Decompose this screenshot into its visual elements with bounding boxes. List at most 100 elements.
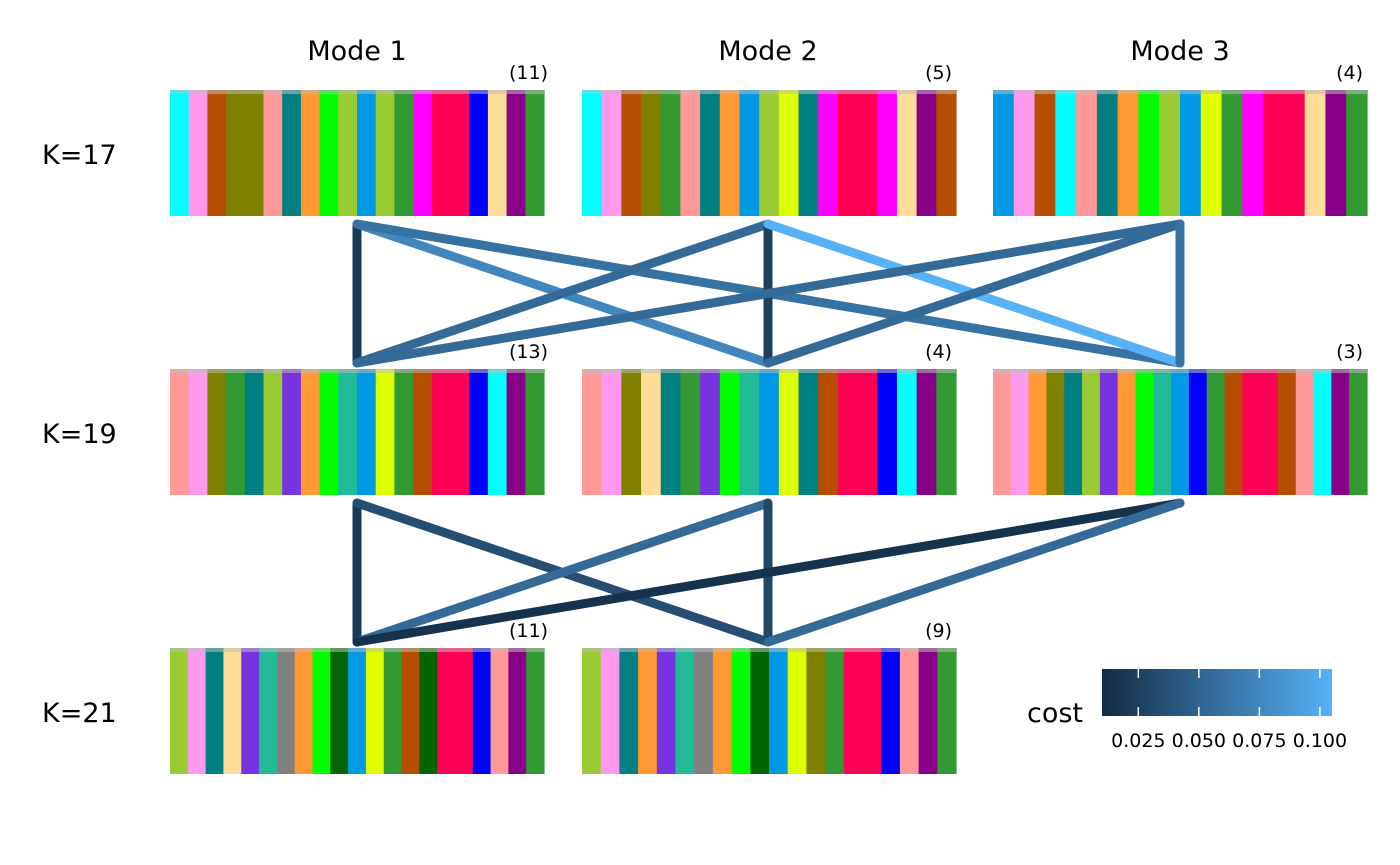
cluster-band	[619, 648, 639, 774]
structure-panel	[993, 369, 1368, 495]
count-k19-mode1: (13)	[509, 341, 548, 363]
cluster-band	[1180, 90, 1202, 216]
cluster-band	[450, 90, 470, 216]
count-k17-mode2: (5)	[925, 62, 952, 84]
cluster-band	[413, 90, 433, 216]
cluster-band	[896, 369, 918, 495]
cluster-band	[700, 90, 721, 216]
cluster-band	[680, 90, 701, 216]
cluster-band	[394, 90, 414, 216]
cluster-band	[437, 648, 456, 774]
cluster-band	[319, 369, 339, 495]
cluster-band	[1346, 90, 1368, 216]
cluster-band	[719, 369, 741, 495]
cluster-band	[1055, 90, 1077, 216]
cluster-band	[641, 369, 662, 495]
cluster-band	[1295, 369, 1315, 495]
cluster-band	[1263, 90, 1285, 216]
cluster-band	[787, 648, 807, 774]
cluster-band	[778, 90, 800, 216]
cluster-band	[244, 369, 265, 495]
count-k21-mode1: (11)	[509, 620, 548, 642]
cluster-band	[338, 369, 358, 495]
panel-top-fringe	[993, 369, 1367, 373]
cluster-band	[582, 90, 603, 216]
cluster-band	[319, 90, 339, 216]
cluster-band	[641, 90, 662, 216]
cluster-band	[582, 648, 602, 774]
cluster-band	[1046, 369, 1065, 495]
cluster-band	[818, 90, 839, 216]
mode-title-2: Mode 2	[718, 36, 817, 67]
structure-panel	[582, 648, 957, 774]
cluster-band	[1010, 369, 1030, 495]
cluster-band	[431, 90, 452, 216]
cluster-band	[818, 369, 839, 495]
panel-top-fringe	[170, 90, 544, 94]
cluster-band	[896, 90, 918, 216]
panel-top-fringe	[582, 648, 956, 652]
cluster-band	[601, 369, 622, 495]
cluster-band	[282, 90, 302, 216]
cluster-band	[582, 369, 603, 495]
cluster-band	[223, 648, 242, 774]
cluster-band	[1028, 369, 1048, 495]
cluster-band	[487, 90, 508, 216]
cluster-band	[1325, 90, 1347, 216]
cluster-band	[1188, 369, 1208, 495]
cluster-band	[712, 648, 733, 774]
cluster-band	[1159, 90, 1181, 216]
cluster-band	[419, 648, 438, 774]
cluster-band	[1221, 90, 1243, 216]
cluster-band	[857, 90, 878, 216]
cluster-band	[357, 369, 377, 495]
cluster-band	[656, 648, 677, 774]
cluster-band	[1224, 369, 1243, 495]
cluster-band	[207, 90, 227, 216]
cluster-band	[276, 648, 296, 774]
cluster-band	[188, 90, 208, 216]
cluster-band	[660, 369, 682, 495]
cluster-band	[877, 90, 898, 216]
cluster-band	[1242, 90, 1264, 216]
cluster-band	[263, 90, 283, 216]
structure-panel	[993, 90, 1368, 216]
cluster-band	[187, 648, 207, 774]
count-k17-mode3: (4)	[1336, 62, 1363, 84]
legend-tick-label: 0.075	[1232, 730, 1286, 752]
row-label-k17: K=17	[42, 140, 117, 171]
cluster-band	[1277, 369, 1297, 495]
cluster-band	[226, 369, 246, 495]
cluster-band	[525, 90, 545, 216]
cluster-band	[750, 648, 770, 774]
cluster-band	[1034, 90, 1056, 216]
cluster-band	[170, 648, 189, 774]
cluster-band	[837, 369, 859, 495]
cluster-band	[469, 90, 489, 216]
cluster-band	[454, 648, 474, 774]
structure-panel	[170, 90, 545, 216]
cluster-band	[1331, 369, 1350, 495]
row-label-k19: K=19	[42, 419, 117, 450]
cluster-band	[487, 369, 508, 495]
cluster-band	[526, 648, 545, 774]
legend-colorbar	[1102, 669, 1332, 716]
connection-line	[352, 219, 1185, 368]
cluster-band	[1260, 369, 1279, 495]
cluster-band	[621, 90, 642, 216]
cluster-band	[282, 369, 302, 495]
count-k17-mode1: (11)	[509, 62, 548, 84]
cluster-band	[490, 648, 509, 774]
cluster-band	[993, 369, 1012, 495]
structure-panel	[170, 648, 545, 774]
cluster-band	[506, 369, 526, 495]
cluster-band	[731, 648, 751, 774]
connection-line	[352, 219, 773, 368]
cluster-band	[937, 648, 957, 774]
legend-tick-label: 0.025	[1111, 730, 1165, 752]
cluster-band	[469, 369, 489, 495]
cluster-band	[241, 648, 260, 774]
cluster-band	[226, 90, 246, 216]
cluster-band	[936, 369, 957, 495]
cluster-band	[798, 369, 819, 495]
